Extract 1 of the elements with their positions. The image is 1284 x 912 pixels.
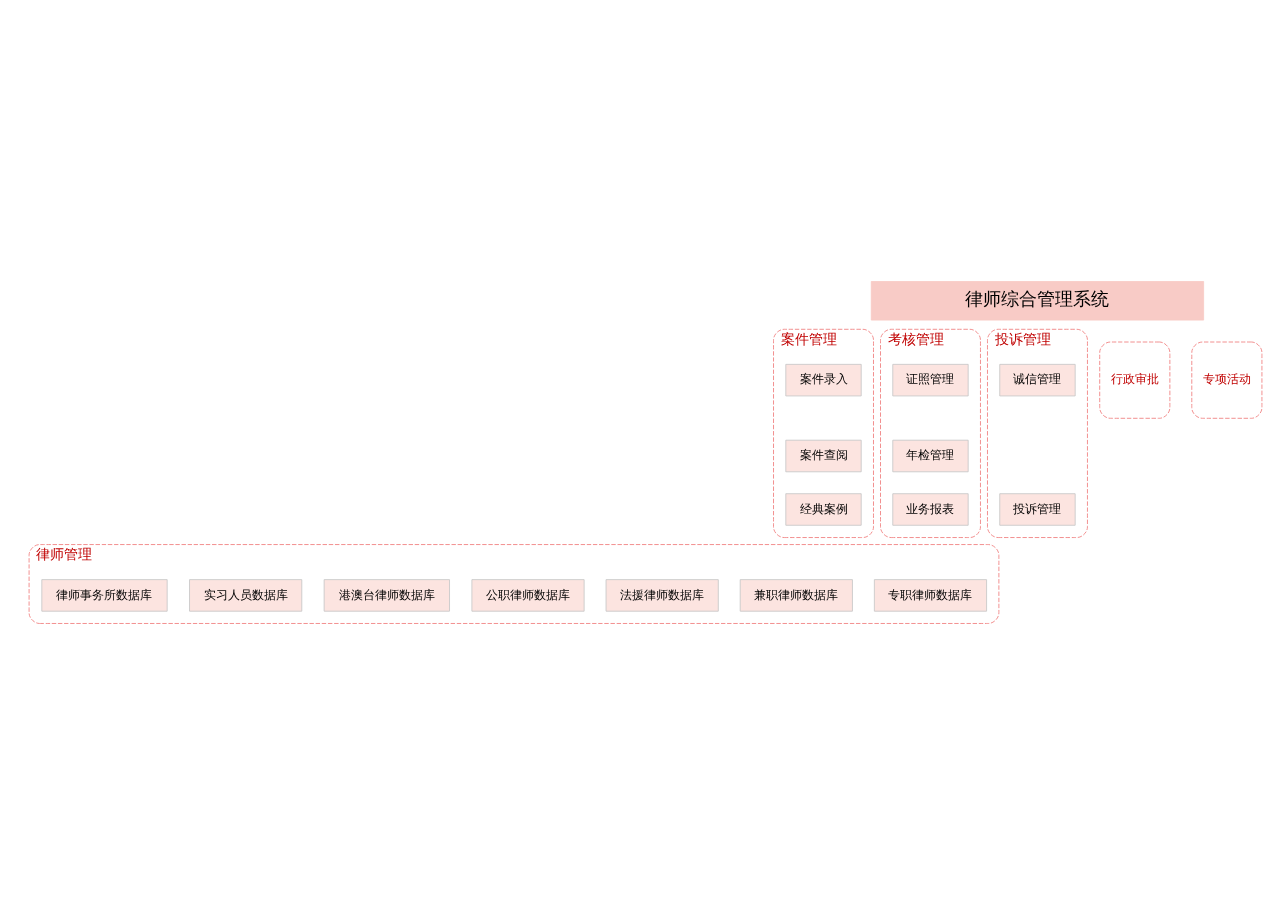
node-box: 律师综合管理系统 <box>870 281 1205 321</box>
